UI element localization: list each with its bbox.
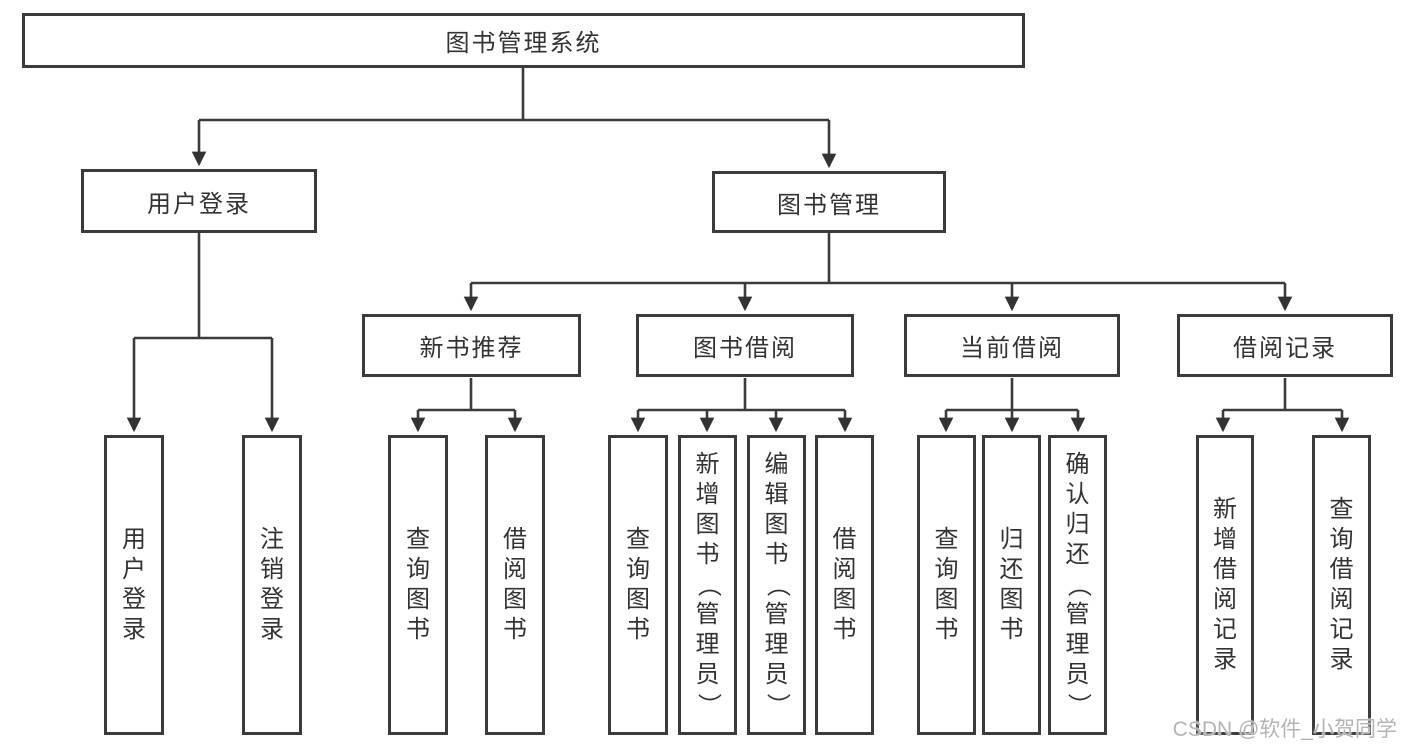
node-label: 图书管理 (777, 191, 881, 219)
leaf-add-borrow-record: 新增借阅记录 (1196, 435, 1254, 735)
node-book-management: 图书管理 (712, 171, 946, 233)
leaf-label: 新增图书（管理员） (694, 451, 722, 717)
leaf-label: 确认归还（管理员） (1064, 451, 1092, 717)
leaf-query-books-2: 查询图书 (608, 435, 668, 735)
leaf-label: 查询图书 (934, 526, 959, 643)
node-current-borrowing: 当前借阅 (904, 314, 1120, 377)
leaf-add-books-admin: 新增图书（管理员） (678, 435, 737, 735)
node-label: 当前借阅 (960, 335, 1064, 362)
node-user-login: 用户登录 (81, 169, 317, 233)
leaf-label: 查询图书 (406, 526, 430, 643)
leaf-return-books: 归还图书 (982, 435, 1041, 735)
leaf-label: 注销登录 (260, 526, 284, 643)
leaf-label: 新增借阅记录 (1213, 496, 1237, 673)
leaf-label: 借阅图书 (503, 526, 527, 643)
node-new-book-recommend: 新书推荐 (362, 314, 581, 377)
csdn-watermark: CSDN @软件_小贺同学 (1172, 718, 1397, 741)
node-book-borrowing: 图书借阅 (636, 314, 854, 377)
leaf-query-borrow-record: 查询借阅记录 (1312, 435, 1371, 735)
node-label: 用户登录 (147, 190, 251, 218)
leaf-borrow-books-2: 借阅图书 (815, 435, 874, 735)
node-label: 新书推荐 (419, 335, 524, 362)
leaf-edit-books-admin: 编辑图书（管理员） (747, 435, 806, 735)
node-borrow-records: 借阅记录 (1177, 314, 1393, 377)
leaf-confirm-return-admin: 确认归还（管理员） (1048, 435, 1107, 735)
leaf-query-books-1: 查询图书 (388, 435, 448, 735)
leaf-user-login: 用户登录 (104, 435, 164, 735)
leaf-label: 查询借阅记录 (1329, 496, 1354, 673)
node-label: 图书借阅 (693, 335, 797, 362)
leaf-label: 用户登录 (122, 526, 146, 643)
leaf-label: 查询图书 (626, 526, 650, 643)
node-label: 借阅记录 (1233, 335, 1337, 362)
leaf-label: 归还图书 (999, 526, 1024, 643)
leaf-label: 借阅图书 (832, 526, 857, 643)
leaf-borrow-books-1: 借阅图书 (485, 435, 545, 735)
leaf-logout: 注销登录 (242, 435, 302, 735)
leaf-label: 编辑图书（管理员） (763, 451, 791, 717)
node-library-system: 图书管理系统 (22, 13, 1025, 68)
node-label: 图书管理系统 (445, 30, 602, 57)
leaf-query-books-3: 查询图书 (917, 435, 976, 735)
